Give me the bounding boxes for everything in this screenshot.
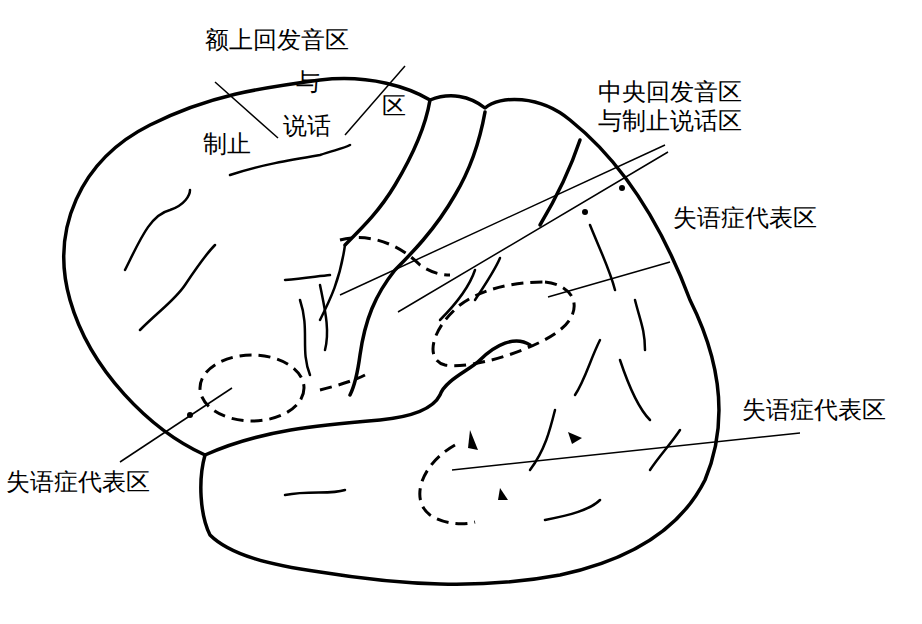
- region-label: 失语症代表区: [742, 396, 886, 425]
- region-label: 制止: [203, 130, 251, 159]
- region-label: 区: [382, 92, 406, 121]
- region-label: 与: [296, 68, 320, 97]
- region-label: 中央回发音区 与制止说话区: [598, 78, 747, 136]
- region-label: 失语症代表区: [673, 204, 817, 233]
- region-label: 失语症代表区: [6, 468, 150, 497]
- region-label: 额上回发音区: [205, 26, 349, 55]
- region-label: 说话: [283, 112, 331, 141]
